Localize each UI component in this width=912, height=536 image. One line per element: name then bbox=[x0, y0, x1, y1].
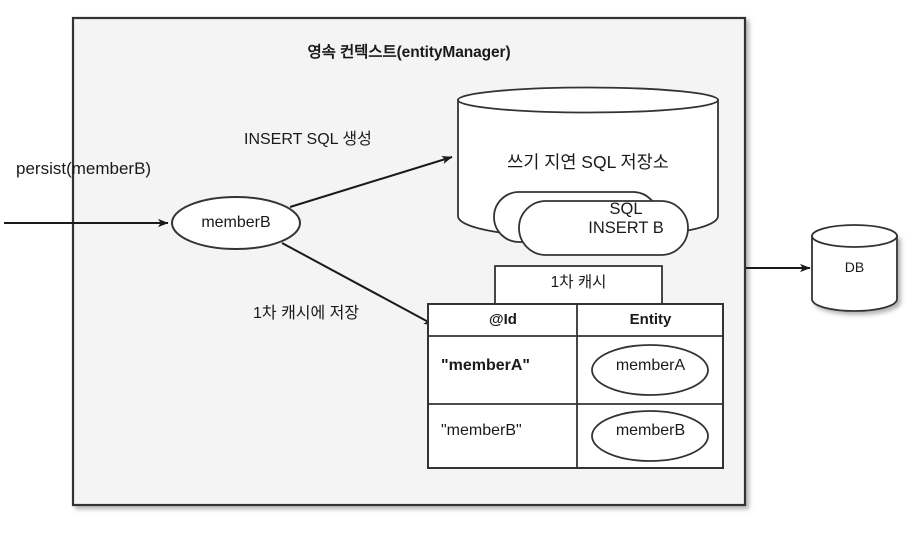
column-header-id: @Id bbox=[489, 311, 517, 328]
edge-first-cache bbox=[281, 242, 435, 326]
database-cylinder bbox=[811, 224, 898, 312]
edge-insert-sql bbox=[289, 156, 453, 208]
column-header-entity: Entity bbox=[629, 311, 672, 328]
member-b-entity-ellipse bbox=[171, 196, 301, 250]
first-cache-header-label: 1차 캐시 bbox=[550, 274, 607, 291]
edge-label-insert-sql: INSERT SQL 생성 bbox=[244, 131, 372, 148]
queued-sql-line2: INSERT B bbox=[588, 218, 664, 237]
member-b-entity-label: memberB bbox=[201, 214, 271, 231]
table-row-id-0: "memberA" bbox=[441, 357, 530, 374]
sql-store-title: 쓰기 지연 SQL 저장소 bbox=[507, 152, 669, 172]
database-label: DB bbox=[844, 259, 865, 275]
persistence-context-title: 영속 컨텍스트(entityManager) bbox=[307, 44, 511, 61]
first-cache-table bbox=[427, 303, 724, 469]
persist-call-label: persist(memberB) bbox=[16, 159, 152, 178]
queued-sql-front-box bbox=[518, 200, 689, 256]
table-row-id-1: "memberB" bbox=[441, 422, 522, 439]
table-row-entity-0: memberA bbox=[615, 357, 686, 374]
queued-sql-line1: SQL bbox=[609, 200, 643, 218]
table-row-entity-1: memberB bbox=[615, 422, 686, 439]
edge-label-first-cache: 1차 캐시에 저장 bbox=[253, 305, 360, 322]
